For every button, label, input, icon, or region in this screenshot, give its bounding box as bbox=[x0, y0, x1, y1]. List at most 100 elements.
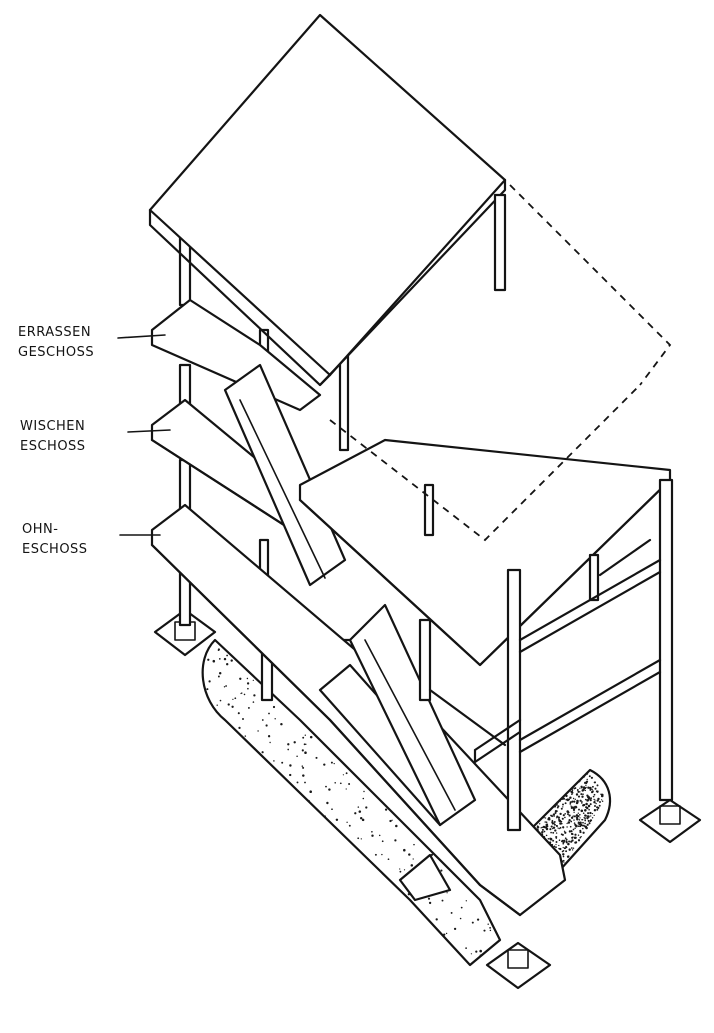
stipple-dot bbox=[445, 932, 448, 935]
stipple-dot bbox=[573, 822, 576, 824]
stipple-dot bbox=[549, 828, 552, 831]
stipple-dot bbox=[309, 790, 312, 793]
stipple-dot bbox=[589, 811, 592, 815]
stipple-dot bbox=[359, 816, 363, 820]
stipple-dot bbox=[545, 827, 549, 831]
stipple-dot bbox=[584, 809, 587, 812]
right-frame bbox=[298, 438, 674, 832]
label-living-line1: OHN- bbox=[22, 522, 59, 537]
stipple-dot bbox=[246, 677, 249, 680]
stipple-dot bbox=[587, 819, 590, 822]
stipple-dot bbox=[570, 830, 573, 833]
stipple-dot bbox=[303, 743, 306, 746]
stipple-dot bbox=[324, 815, 326, 817]
leader-lines bbox=[117, 334, 171, 536]
stipple-dot bbox=[571, 839, 574, 842]
stipple-dot bbox=[577, 839, 581, 842]
stipple-dot bbox=[362, 797, 365, 800]
stipple-dot bbox=[591, 788, 593, 791]
stipple-dot bbox=[226, 663, 229, 666]
stipple-dot bbox=[357, 806, 360, 808]
stipple-dot bbox=[555, 803, 558, 806]
stipple-dot bbox=[571, 849, 574, 851]
stipple-dot bbox=[541, 826, 543, 829]
stipple-dot bbox=[547, 816, 551, 820]
stipple-dot bbox=[590, 776, 594, 779]
stipple-dot bbox=[594, 805, 596, 807]
stipple-dot bbox=[574, 787, 577, 790]
stipple-dot bbox=[551, 819, 554, 822]
stipple-dot bbox=[296, 755, 298, 757]
stipple-dot bbox=[589, 798, 592, 802]
stipple-dot bbox=[244, 735, 247, 737]
stipple-dot bbox=[558, 818, 561, 821]
stipple-dot bbox=[225, 685, 227, 687]
stipple-dot bbox=[577, 790, 580, 793]
stipple-dot bbox=[465, 900, 467, 902]
stipple-dot bbox=[239, 677, 242, 680]
stipple-dot bbox=[371, 834, 374, 837]
stipple-dot bbox=[573, 811, 575, 813]
stipple-dot bbox=[572, 828, 575, 831]
stipple-dot bbox=[252, 679, 254, 682]
stair-flights bbox=[223, 363, 477, 902]
stipple-dot bbox=[582, 788, 585, 792]
stipple-dot bbox=[562, 826, 565, 829]
stipple-dot bbox=[570, 847, 573, 849]
stipple-dot bbox=[586, 806, 589, 810]
stipple-dot bbox=[561, 817, 564, 820]
stipple-dot bbox=[560, 822, 563, 825]
stipple-dot bbox=[562, 803, 564, 806]
stipple-dot bbox=[539, 823, 541, 825]
stipple-dot bbox=[216, 704, 218, 706]
stipple-dot bbox=[553, 820, 556, 823]
stipple-dot bbox=[227, 703, 230, 706]
stipple-dot bbox=[584, 798, 587, 801]
stipple-dot bbox=[470, 953, 473, 955]
stipple-dot bbox=[582, 793, 584, 796]
stipple-dot bbox=[564, 847, 567, 850]
stipple-dot bbox=[550, 831, 552, 834]
stipple-dot bbox=[580, 785, 583, 788]
stipple-dot bbox=[561, 798, 564, 801]
stipple-dot bbox=[586, 773, 589, 775]
stipple-dot bbox=[544, 817, 547, 819]
stipple-dot bbox=[586, 817, 589, 820]
stipple-dot bbox=[569, 825, 572, 828]
stipple-dot bbox=[354, 812, 357, 815]
label-living-line2: ESCHOSS bbox=[22, 542, 88, 557]
stipple-dot bbox=[558, 816, 560, 819]
stipple-dot bbox=[584, 822, 586, 825]
stipple-dot bbox=[582, 821, 584, 824]
stipple-dot bbox=[559, 827, 562, 829]
stipple-dot bbox=[572, 847, 575, 849]
stipple-dot bbox=[391, 819, 393, 821]
stipple-dot bbox=[562, 846, 564, 849]
stipple-dot bbox=[588, 775, 591, 778]
stipple-dot bbox=[554, 810, 558, 813]
stipple-dot bbox=[577, 825, 580, 827]
stipple-dot bbox=[596, 799, 599, 802]
stipple-dot bbox=[561, 850, 564, 853]
stipple-dot bbox=[553, 823, 556, 826]
stipple-dot bbox=[578, 808, 580, 811]
stipple-dot bbox=[568, 818, 571, 822]
stipple-dot bbox=[595, 802, 597, 805]
stipple-dot bbox=[273, 760, 275, 762]
stipple-dot bbox=[280, 722, 283, 726]
stipple-dot bbox=[570, 807, 573, 809]
stipple-dot bbox=[387, 858, 390, 861]
stipple-dot bbox=[489, 927, 491, 929]
stipple-dot bbox=[571, 789, 574, 792]
stipple-dot bbox=[361, 818, 365, 822]
stipple-dot bbox=[237, 712, 240, 715]
stipple-dot bbox=[358, 810, 362, 813]
stipple-dot bbox=[296, 781, 299, 784]
stipple-dot bbox=[587, 795, 590, 799]
stipple-dot bbox=[325, 785, 327, 788]
stipple-dot bbox=[330, 761, 333, 764]
stipple-dot bbox=[371, 830, 373, 833]
stipple-dot bbox=[579, 791, 581, 793]
stipple-dot bbox=[568, 830, 572, 833]
stipple-dot bbox=[586, 815, 588, 817]
